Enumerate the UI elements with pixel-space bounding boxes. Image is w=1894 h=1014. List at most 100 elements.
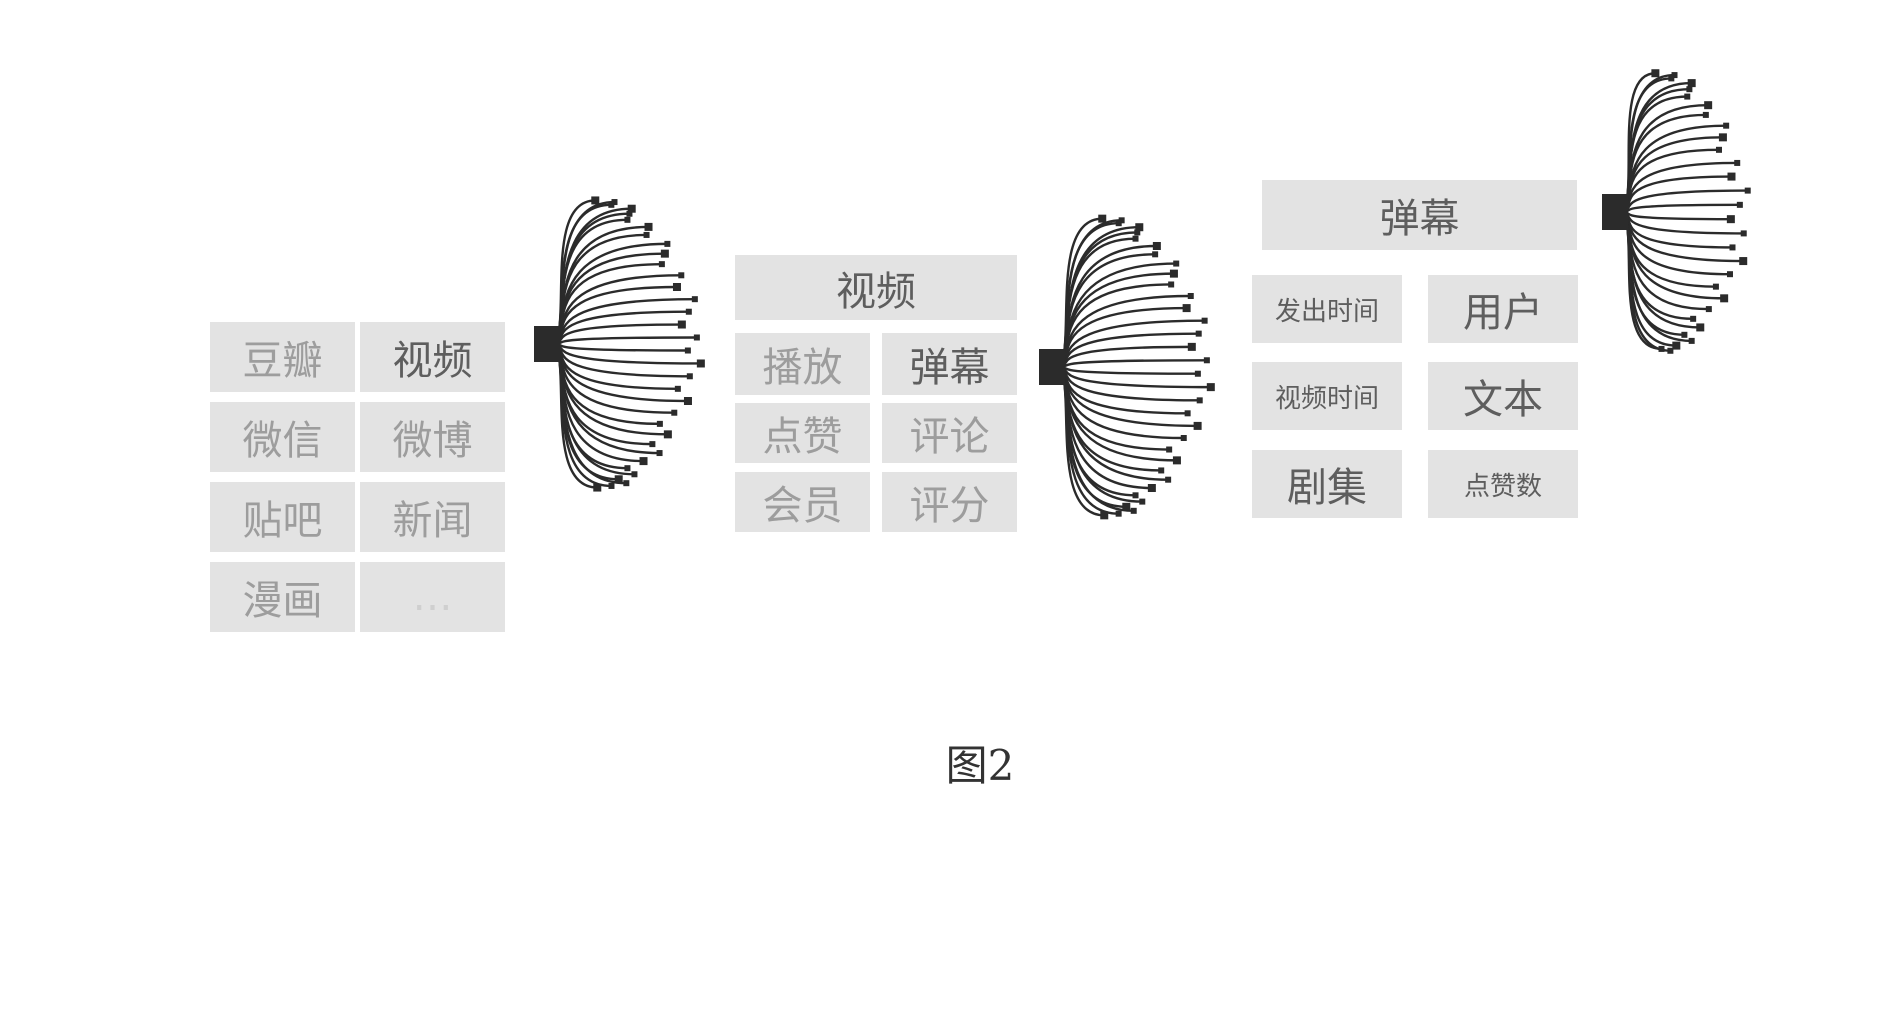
fan-node xyxy=(671,410,677,416)
fan-node xyxy=(657,421,663,427)
fan-node xyxy=(678,321,686,329)
fan-node xyxy=(1204,357,1210,363)
fan-hub xyxy=(534,326,560,362)
fan-node xyxy=(1168,281,1174,287)
fan-node xyxy=(1668,75,1674,81)
fan-node xyxy=(1194,422,1202,430)
fan-node xyxy=(1188,343,1196,351)
fan-node xyxy=(1134,229,1140,235)
fan-node xyxy=(685,348,691,354)
fan-node xyxy=(1723,123,1729,129)
video-header: 视频 xyxy=(735,255,1017,320)
fan-node xyxy=(1202,318,1208,324)
fan-node xyxy=(1686,86,1692,92)
fan-node xyxy=(591,196,599,204)
cell-video-time: 视频时间 xyxy=(1252,362,1402,430)
fan-node xyxy=(1720,294,1728,302)
fan-node xyxy=(1704,101,1712,109)
fan-node xyxy=(661,250,669,258)
fan-node xyxy=(1139,499,1145,505)
fan-node xyxy=(1716,147,1722,153)
fan-wire xyxy=(555,337,697,344)
fan-wire xyxy=(555,344,688,351)
fan-wire xyxy=(555,344,701,363)
fan-hub xyxy=(1039,349,1065,385)
figure-caption: 图2 xyxy=(0,732,1894,793)
cell-text: 文本 xyxy=(1428,362,1578,430)
fan-node xyxy=(1688,79,1696,87)
fan-node xyxy=(1197,397,1203,403)
fan-node xyxy=(1166,447,1172,453)
fan-node xyxy=(1689,338,1695,344)
branch-fan-1 xyxy=(530,172,730,512)
fan-node xyxy=(1659,346,1665,352)
fan-node xyxy=(1196,331,1202,337)
fan-node xyxy=(697,359,705,367)
fan-node xyxy=(1153,242,1161,250)
fan-node xyxy=(1706,306,1712,312)
fan-node xyxy=(1734,160,1740,166)
fan-node xyxy=(645,223,653,231)
fan-node xyxy=(1684,94,1690,100)
fan-strokes xyxy=(1623,73,1748,351)
cell-play: 播放 xyxy=(735,333,870,395)
fan-node xyxy=(1195,371,1201,377)
cell-comics: 漫画 xyxy=(210,562,355,632)
fan-node xyxy=(686,309,692,315)
fan-node xyxy=(623,480,629,486)
fan-node xyxy=(615,475,623,483)
fan-wire xyxy=(1060,367,1211,387)
fan-node xyxy=(684,397,692,405)
fan-hub xyxy=(1602,194,1628,230)
fan-node xyxy=(631,471,637,477)
fan-node xyxy=(1727,173,1735,181)
fan-node xyxy=(1133,236,1139,242)
cell-user: 用户 xyxy=(1428,275,1578,343)
cell-member: 会员 xyxy=(735,472,870,532)
fan-node xyxy=(675,386,681,392)
fan-wire xyxy=(1060,367,1198,374)
fan-node xyxy=(1173,261,1179,267)
fan-node xyxy=(1719,133,1727,141)
fan-node xyxy=(673,283,681,291)
fan-node xyxy=(624,217,630,223)
danmaku-header: 弹幕 xyxy=(1262,180,1577,250)
fan-node xyxy=(1148,484,1156,492)
fan-node xyxy=(678,272,684,278)
branch-fan-3 xyxy=(1598,52,1768,372)
cell-like-count: 点赞数 xyxy=(1428,450,1578,518)
fan-node xyxy=(1188,293,1194,299)
cell-rating: 评分 xyxy=(882,472,1017,532)
fan-node xyxy=(1122,503,1130,511)
fan-node xyxy=(1098,215,1106,223)
cell-news: 新闻 xyxy=(360,482,505,552)
fan-node xyxy=(1651,69,1659,77)
cell-episode: 剧集 xyxy=(1252,450,1402,518)
fan-node xyxy=(1185,410,1191,416)
fan-node xyxy=(659,261,665,267)
fan-node xyxy=(1116,511,1122,517)
fan-wire xyxy=(1623,205,1740,212)
cell-send-time: 发出时间 xyxy=(1252,275,1402,343)
fan-node xyxy=(649,441,655,447)
fan-strokes xyxy=(1060,219,1211,516)
fan-node xyxy=(1739,257,1747,265)
cell-ellipsis: … xyxy=(360,562,505,632)
fan-node xyxy=(1207,383,1215,391)
fan-node xyxy=(1158,467,1164,473)
fan-node xyxy=(626,211,632,217)
fan-nodes xyxy=(1602,69,1751,354)
fan-node xyxy=(1116,220,1122,226)
fan-wire xyxy=(1623,212,1744,233)
cell-weibo: 微博 xyxy=(360,402,505,472)
fan-node xyxy=(1681,332,1687,338)
fan-node xyxy=(1745,188,1751,194)
fan-node xyxy=(692,296,698,302)
fan-node xyxy=(1170,270,1178,278)
fan-node xyxy=(1729,244,1735,250)
fan-node xyxy=(593,484,601,492)
fan-node xyxy=(1667,348,1673,354)
fan-wire xyxy=(1623,191,1748,212)
fan-node xyxy=(1696,323,1704,331)
fan-node xyxy=(1173,456,1181,464)
